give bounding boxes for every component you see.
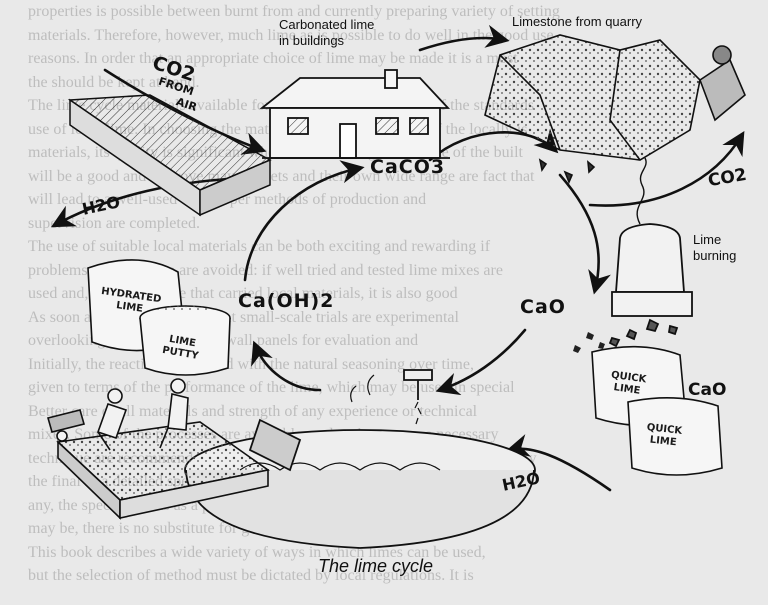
- diagram-title: The lime cycle: [318, 556, 434, 576]
- label-carbonated-lime-line1: Carbonated lime: [279, 17, 375, 32]
- label-lime-burning-line1: Lime: [693, 232, 722, 247]
- quarry-illustration: [484, 34, 746, 185]
- label-limestone: Limestone from quarry: [512, 14, 643, 29]
- background-text-line: materials. Therefore, however, much lime…: [28, 26, 554, 44]
- arrow-slaking-to-caoh2: [251, 340, 322, 392]
- arrow-top: [418, 24, 510, 52]
- label-cao: CaO: [520, 296, 566, 318]
- background-text-line: but the selection of method must be dict…: [28, 567, 474, 584]
- workers-illustration: [47, 378, 189, 451]
- label-lime-burning-line2: burning: [693, 248, 737, 263]
- label-carbonated-lime: Carbonated lime in buildings: [279, 17, 374, 49]
- quicklime-chunks: [573, 332, 605, 353]
- label-carbonated-lime-line2: in buildings: [279, 33, 345, 48]
- arrow-co2-out: [588, 130, 745, 207]
- background-text-line: reasons. In order that an appropriate ch…: [28, 50, 518, 67]
- background-text-line: the should be kept at hand.: [28, 73, 200, 91]
- sack-label-quick-lime-1: QUICK LIME: [609, 370, 647, 399]
- background-text-line: Better care of all materials and strengt…: [28, 402, 478, 420]
- slaking-tank-illustration: [184, 369, 536, 549]
- background-text-line: The use of suitable local materials can …: [28, 238, 491, 255]
- arrow-h2o-in: [505, 434, 612, 492]
- label-caoh2: Ca(OH)2: [238, 290, 335, 312]
- kiln-illustration: [608, 157, 693, 348]
- label-caco3: CaCO3: [370, 156, 446, 178]
- house-illustration: [259, 69, 451, 159]
- arrow-cao-to-slaking: [435, 328, 527, 396]
- sack-label-quick-lime-2: QUICK LIME: [645, 422, 682, 450]
- label-cao-sack: CaO: [688, 380, 727, 400]
- arrow-to-cao-right: [558, 173, 611, 295]
- mortar-box-illustration: [56, 421, 270, 520]
- brick-stack-illustration: [67, 94, 272, 217]
- background-text-line: given to terms of the performance of the…: [28, 379, 515, 396]
- background-text-line: properties is possible between burnt fro…: [28, 3, 560, 20]
- sack-lime-putty: [139, 305, 231, 376]
- label-lime-burning: Lime burning: [693, 232, 736, 264]
- background-text-line: Initially, the reaction is matched with …: [28, 355, 474, 373]
- arrow-caoh2-to-caco3: [243, 160, 365, 282]
- sack-quick-lime-2: [627, 397, 723, 476]
